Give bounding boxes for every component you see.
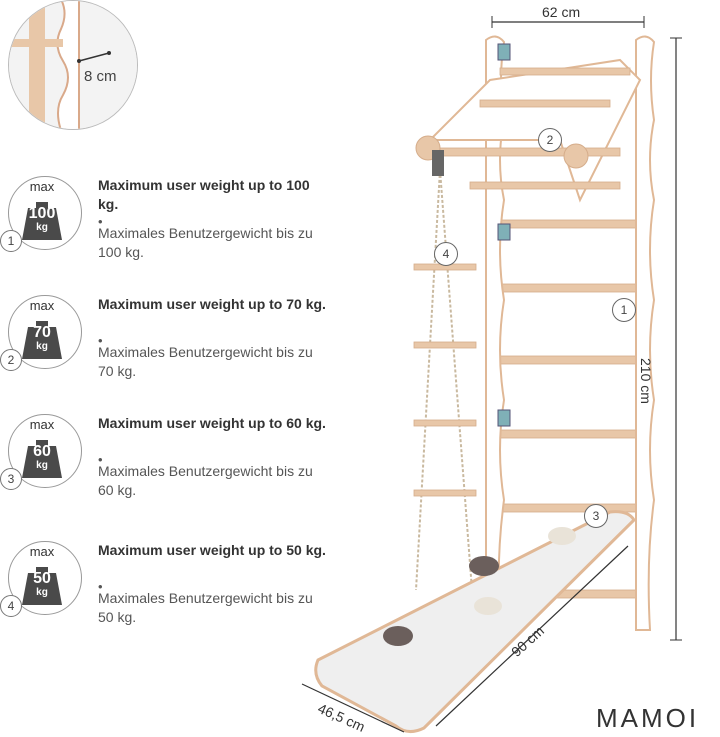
- weight-icon: [22, 202, 62, 240]
- german-text: Maximales Benutzergewicht bis zu 70 kg.: [98, 344, 313, 379]
- weight-item-2: max 70 kg 2 Maximum user weight up to 70…: [0, 295, 330, 395]
- german-text: Maximales Benutzergewicht bis zu 50 kg.: [98, 590, 313, 625]
- item-number: 1: [0, 230, 22, 252]
- bullet: •: [98, 452, 103, 467]
- weight-value: 70: [33, 324, 51, 341]
- german-text: Maximales Benutzergewicht bis zu 100 kg.: [98, 225, 313, 260]
- max-label: max: [29, 298, 55, 313]
- english-text: Maximum user weight up to 50 kg.: [98, 542, 326, 558]
- wall-bar-detail-illustration: [9, 1, 137, 129]
- max-label: max: [29, 417, 55, 432]
- weight-item-1: max 100 kg 1 Maximum user weight up to 1…: [0, 176, 330, 276]
- item-number: 2: [0, 349, 22, 371]
- english-text: Maximum user weight up to 100 kg.: [98, 177, 310, 212]
- item-number: 3: [0, 468, 22, 490]
- german-text: Maximales Benutzergewicht bis zu 60 kg.: [98, 463, 313, 498]
- bullet: •: [98, 333, 103, 348]
- weight-icon: [22, 440, 62, 478]
- english-text: Maximum user weight up to 60 kg.: [98, 415, 326, 431]
- marker-slide: 3: [584, 504, 608, 528]
- bullet: •: [98, 579, 103, 594]
- width-dimension-label: 62 cm: [542, 4, 581, 20]
- max-label: max: [29, 544, 55, 559]
- bullet: •: [98, 214, 103, 229]
- weight-icon: [22, 567, 62, 605]
- weight-unit: kg: [36, 460, 48, 471]
- height-dimension-label: 210 cm: [638, 358, 654, 404]
- detail-inset: [8, 0, 138, 130]
- weight-item-3: max 60 kg 3 Maximum user weight up to 60…: [0, 414, 330, 514]
- weight-unit: kg: [36, 222, 48, 233]
- weight-value: 100: [28, 205, 56, 222]
- marker-rope-ladder: 4: [434, 242, 458, 266]
- max-label: max: [29, 179, 55, 194]
- weight-icon: [22, 321, 62, 359]
- brand-logo: MAMOI: [596, 703, 700, 733]
- weight-unit: kg: [36, 341, 48, 352]
- weight-item-4: max 50 kg 4 Maximum user weight up to 50…: [0, 541, 330, 641]
- weight-value: 50: [33, 570, 51, 587]
- detail-dimension-label: 8 cm: [84, 68, 117, 85]
- weight-value: 60: [33, 443, 51, 460]
- marker-monkey-bars: 2: [538, 128, 562, 152]
- marker-wall-bars: 1: [612, 298, 636, 322]
- item-number: 4: [0, 595, 22, 617]
- weight-unit: kg: [36, 587, 48, 598]
- english-text: Maximum user weight up to 70 kg.: [98, 296, 326, 312]
